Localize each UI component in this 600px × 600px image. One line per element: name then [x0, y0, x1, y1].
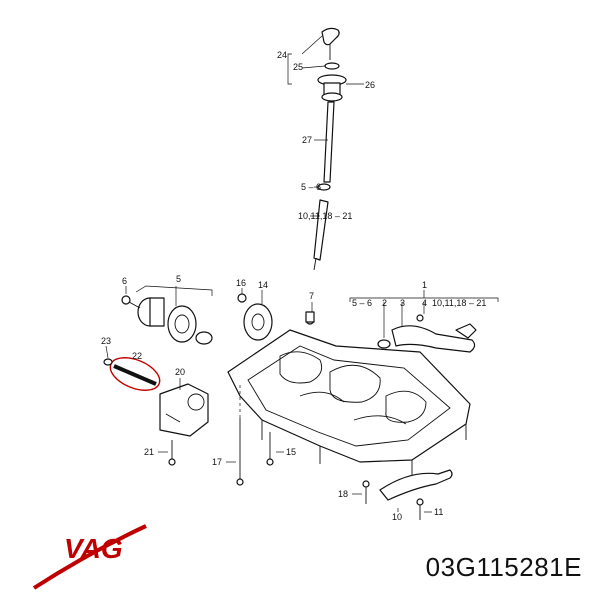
dipstick-handle [321, 27, 340, 60]
oil-return-pipe [391, 323, 477, 353]
vag-logo: VAG [32, 524, 147, 590]
intermediate-sprocket [137, 297, 213, 345]
callout-10: 10 [392, 512, 402, 522]
callout-14: 15 [286, 447, 296, 457]
svg-text:VAG: VAG [64, 533, 123, 564]
callout-23: 25 [293, 62, 303, 72]
callout-25: 27 [302, 135, 312, 145]
bolt-13 [237, 293, 247, 303]
callout-12: 14 [258, 280, 268, 290]
bolt-4 [416, 314, 424, 322]
callout-22: 24 [277, 50, 287, 60]
callout-27: 10,11,18 – 21 [298, 211, 352, 221]
bolt-19 [168, 440, 176, 466]
pressure-pipe-10 [379, 469, 453, 501]
callout-19: 21 [144, 447, 154, 457]
bolt-15 [236, 418, 244, 486]
callout-3: 3 [400, 298, 405, 308]
callout-4: 4 [422, 298, 427, 308]
seal-ring-21 [103, 358, 113, 366]
bolt-16 [362, 480, 370, 504]
bolt-11 [416, 498, 424, 520]
callout-group: 10,11,18 – 21 [432, 298, 486, 308]
dipstick-o-ring [324, 62, 340, 70]
callout-18: 20 [175, 367, 185, 377]
callout-16: 18 [338, 489, 348, 499]
callout-5: 5 [176, 274, 181, 284]
bolt-14 [266, 432, 274, 466]
part-number: 03G115281E [425, 552, 582, 582]
dipstick-cap [317, 74, 347, 102]
callout-13: 16 [236, 278, 246, 288]
callout-20: 22 [132, 351, 142, 361]
callout-15: 17 [212, 457, 222, 467]
callout-5-6: 5 – 6 [352, 298, 372, 308]
callout-2: 2 [382, 298, 387, 308]
dipstick-guide-tube [323, 101, 335, 183]
callout-24: 26 [365, 80, 375, 90]
bolt-6 [121, 295, 141, 309]
balance-shaft-housing [227, 311, 471, 476]
callout-6: 6 [122, 276, 127, 286]
callout-11: 11 [434, 507, 443, 517]
seal-2 [377, 339, 391, 349]
balance-sprocket-12 [243, 303, 273, 341]
dipstick-lower-tube [313, 199, 329, 271]
callout-26: 5 – 6 [301, 182, 321, 192]
callout-21: 23 [101, 336, 111, 346]
callout-1: 1 [422, 280, 427, 290]
callout-7: 7 [309, 291, 314, 301]
oil-pump [159, 383, 209, 437]
